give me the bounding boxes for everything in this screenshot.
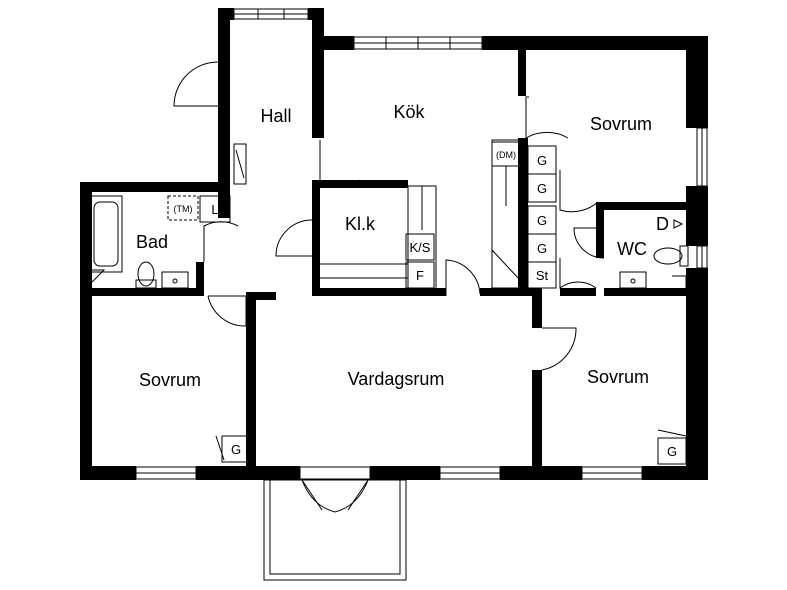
l-label: L (211, 202, 218, 217)
room-hall: Hall (260, 106, 291, 126)
windows (135, 8, 708, 480)
doors (173, 61, 605, 371)
room-vardagsrum: Vardagsrum (348, 369, 445, 389)
f-label: F (416, 268, 424, 283)
room-labels: Hall Kök Sovrum Bad Kl.k WC Sovrum Varda… (136, 102, 652, 390)
room-wc: WC (617, 239, 647, 259)
dm-label: (DM) (496, 150, 516, 160)
room-klk: Kl.k (345, 214, 376, 234)
fixture-labels: (TM) L (DM) K/S F G G G G St D G G (167, 141, 687, 465)
room-sovrum-right: Sovrum (587, 367, 649, 387)
g6-label: G (667, 444, 677, 459)
g3-label: G (537, 213, 547, 228)
room-kok: Kök (393, 102, 425, 122)
interior-walls (92, 50, 686, 466)
exterior-walls (80, 8, 708, 480)
room-bad: Bad (136, 232, 168, 252)
room-sovrum-top-right: Sovrum (590, 114, 652, 134)
tm-label: (TM) (174, 204, 193, 214)
g1-label: G (537, 153, 547, 168)
room-sovrum-left: Sovrum (139, 370, 201, 390)
st-label: St (536, 268, 549, 283)
d-arrow-icon (673, 219, 684, 229)
d-label: D (656, 214, 669, 234)
ks-label: K/S (410, 240, 431, 255)
g2-label: G (537, 181, 547, 196)
g5-label: G (231, 442, 241, 457)
balcony (263, 466, 407, 581)
fixtures (89, 139, 689, 461)
g4-label: G (537, 241, 547, 256)
